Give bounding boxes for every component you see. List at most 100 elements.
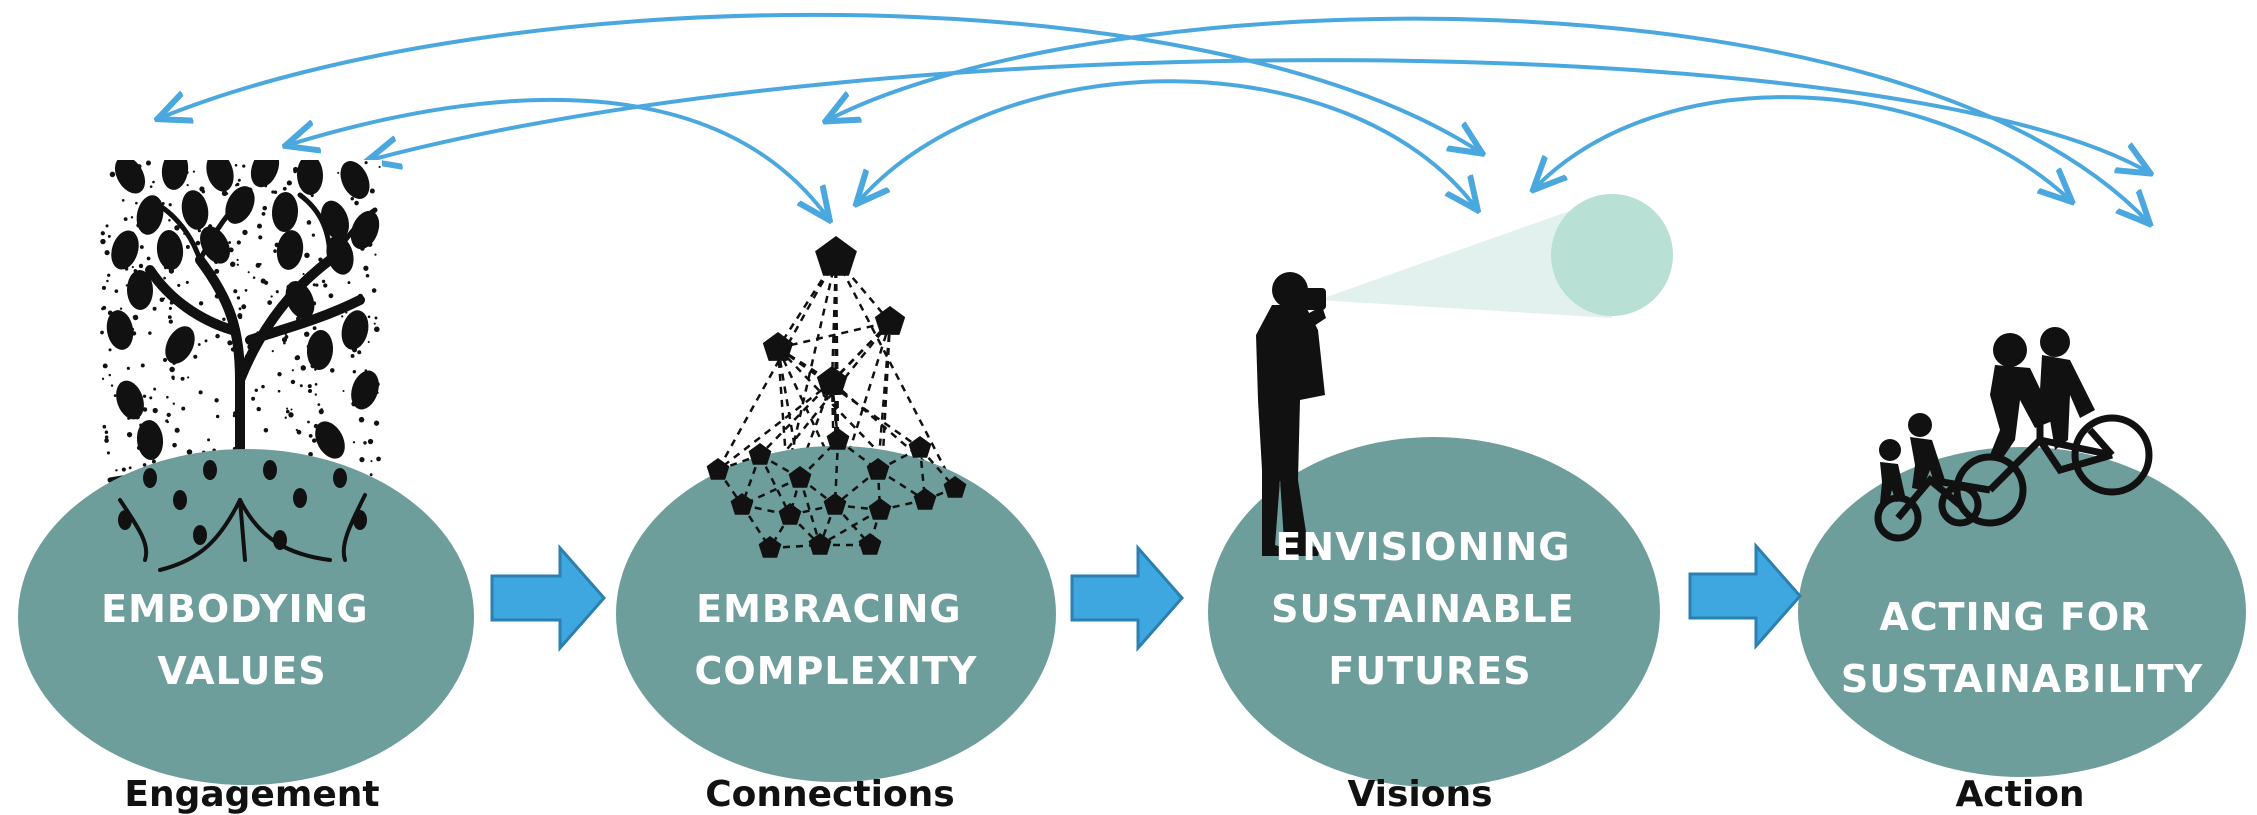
speckle-dot — [370, 460, 373, 463]
speckle-dot — [256, 223, 262, 229]
person-with-binoculars-icon — [1256, 272, 1326, 556]
speckle-dot — [102, 363, 108, 369]
speckle-dot — [169, 366, 175, 373]
leaf-shape — [350, 210, 380, 250]
network-node — [816, 366, 848, 395]
network-link — [717, 381, 833, 471]
speckle-dot — [152, 407, 158, 414]
bubble-values — [18, 449, 474, 785]
speckle-dot — [315, 283, 319, 287]
speckle-dot — [304, 252, 310, 259]
network-link — [876, 321, 892, 471]
speckle-dot — [140, 363, 145, 368]
leaf-shape — [156, 230, 184, 270]
speckle-dot — [263, 427, 269, 433]
network-link — [830, 381, 840, 441]
root-leaf-shape — [293, 488, 307, 508]
leaf-shape — [114, 160, 146, 194]
speckle-dot — [142, 407, 148, 412]
speckle-dot — [307, 420, 310, 424]
root-leaf-shape — [118, 510, 132, 530]
leaf-shape — [250, 160, 280, 188]
speckle-dot — [256, 406, 261, 412]
connector-futures-to-action — [1535, 95, 2070, 200]
leaf-shape — [165, 326, 195, 364]
speckle-dot — [153, 387, 157, 391]
speckle-dot — [192, 170, 196, 173]
speckle-dot — [104, 250, 110, 256]
speckle-dot — [126, 366, 130, 370]
speckle-dot — [241, 304, 247, 310]
leaf-shape — [326, 235, 354, 275]
network-node — [823, 493, 847, 515]
speckle-dot — [107, 273, 111, 277]
speckle-dot — [261, 384, 265, 389]
speckle-dot — [296, 429, 302, 435]
speckle-dot — [321, 279, 326, 284]
speckle-dot — [238, 315, 243, 320]
leaf-shape — [340, 161, 370, 199]
speckle-dot — [261, 211, 266, 216]
leaf-shape — [315, 421, 345, 459]
stage-title-futures: ENVISIONING SUSTAINABLE FUTURES — [1271, 525, 1589, 693]
speckle-dot — [374, 316, 378, 320]
speckle-dot — [363, 265, 369, 271]
speckle-dot — [342, 390, 345, 393]
speckle-dot — [367, 340, 370, 344]
leaf-shape — [181, 190, 209, 230]
network-node — [866, 458, 890, 480]
network-link — [776, 347, 792, 516]
vision-beam-illustration — [1318, 194, 1673, 318]
stage-title-line: SUSTAINABLE — [1271, 587, 1574, 631]
speckle-dot — [106, 451, 111, 455]
speckle-dot — [357, 350, 362, 355]
speckle-dot — [306, 220, 312, 225]
network-node — [808, 533, 832, 555]
network-link — [798, 477, 822, 546]
speckle-dot — [307, 388, 313, 394]
speckle-dot — [166, 412, 171, 417]
speckle-dot — [317, 403, 321, 406]
speckle-dot — [307, 384, 312, 389]
connector-values-to-futures — [160, 12, 1480, 152]
speckle-dot — [314, 393, 318, 396]
network-node — [730, 493, 754, 515]
leaf-shape — [271, 192, 299, 232]
leaf-shape — [341, 310, 369, 350]
speckle-dot — [323, 283, 328, 288]
network-node — [908, 436, 932, 458]
speckle-dot — [142, 394, 147, 398]
speckle-dot — [378, 165, 381, 169]
speckle-dot — [187, 376, 190, 379]
leaf-shape — [225, 186, 255, 224]
speckle-dot — [236, 296, 241, 300]
connector-complexity-to-futures — [858, 79, 1476, 208]
network-node — [758, 536, 782, 558]
speckle-dot — [222, 317, 226, 322]
speckle-dot — [110, 384, 114, 387]
speckle-dot — [121, 467, 126, 472]
speckle-dot — [311, 438, 317, 443]
caption-visions: Visions — [1347, 774, 1492, 815]
speckle-dot — [311, 233, 315, 237]
speckle-dot — [242, 229, 248, 236]
speckle-dot — [172, 442, 177, 448]
leaf-shape — [306, 330, 334, 370]
speckle-dot — [302, 272, 305, 276]
speckle-dot — [149, 396, 153, 400]
speckle-dot — [128, 466, 132, 470]
stage-title-line: FUTURES — [1328, 649, 1531, 693]
speckle-dot — [337, 171, 340, 174]
speckle-dot — [369, 188, 375, 194]
network-node — [706, 458, 730, 480]
speckle-dot — [258, 235, 263, 240]
speckle-dot — [285, 409, 290, 414]
speckle-dot — [101, 285, 107, 290]
leaf-shape — [351, 370, 379, 410]
network-link — [777, 320, 891, 350]
speckle-dot — [135, 201, 138, 205]
speckle-dot — [123, 217, 128, 221]
speckle-dot — [113, 394, 117, 398]
speckle-dot — [259, 262, 262, 266]
speckle-dot — [121, 199, 125, 202]
